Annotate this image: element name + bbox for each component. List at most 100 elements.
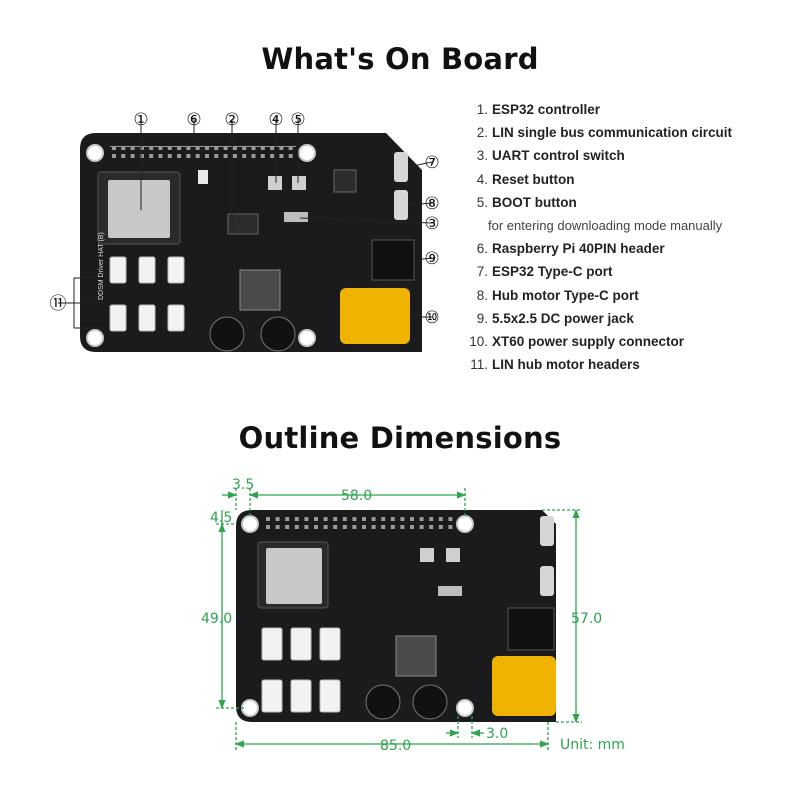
header-pin [410, 517, 414, 521]
callout-number: ⑦ [424, 153, 439, 173]
dimension-lines [216, 488, 582, 752]
lin-motor-header [290, 627, 312, 661]
top-mounting-holes [86, 144, 316, 347]
top-xt60 [340, 288, 410, 344]
header-pin [400, 525, 405, 529]
callout-number: ⑨ [424, 249, 439, 269]
dim-hole: 3.0 [486, 726, 508, 742]
lin-motor-header [167, 256, 185, 284]
header-pin [333, 525, 338, 529]
header-pin [242, 146, 247, 150]
header-pin [314, 517, 318, 521]
callout-number: ⑤ [290, 110, 305, 130]
header-pin [275, 525, 280, 529]
header-pin [186, 154, 191, 158]
header-pin [260, 146, 265, 150]
header-pin [251, 154, 256, 158]
header-pin [275, 517, 280, 521]
dim-unit: Unit: mm [560, 737, 625, 753]
header-pin [112, 154, 116, 158]
dim-bottom-width: 85.0 [380, 738, 411, 754]
header-pin [121, 146, 126, 150]
lin-motor-header [261, 627, 283, 661]
header-pin [266, 525, 270, 529]
header-pin [223, 146, 228, 150]
header-pin [158, 146, 163, 150]
top-board-name: DDSM Driver HAT (B) [98, 232, 105, 300]
feature-item-header: 6.Raspberry Pi 40PIN header [476, 241, 665, 257]
header-pin [419, 525, 424, 529]
callout-number: ② [224, 110, 239, 130]
header-pin [448, 525, 453, 529]
header-pin [390, 525, 395, 529]
header-pin [167, 154, 172, 158]
header-pin [205, 154, 209, 158]
header-pin [288, 146, 293, 150]
header-pin [270, 154, 275, 158]
header-pin [266, 517, 270, 521]
lin-motor-header [138, 304, 156, 332]
top-dc-jack [371, 239, 415, 281]
feature-item-lin: 2.LIN single bus communication circuit [476, 125, 733, 141]
header-pin [149, 154, 154, 158]
header-pin [323, 517, 328, 521]
header-pin [130, 154, 135, 158]
header-pin [232, 154, 237, 158]
dim-top-span: 58.0 [341, 488, 372, 504]
lin-motor-header [290, 679, 312, 713]
top-pin-header-pads [112, 146, 293, 158]
header-pin [121, 154, 126, 158]
outline-dimensions-title: Outline Dimensions [238, 421, 562, 455]
header-pin [342, 517, 347, 521]
header-pin [158, 154, 163, 158]
header-pin [294, 517, 299, 521]
feature-item-esp32: 1.ESP32 controller [476, 102, 601, 117]
header-pin [304, 517, 309, 521]
header-pin [304, 525, 309, 529]
dim-top-offset: 3.5 [232, 477, 254, 493]
header-pin [149, 146, 154, 150]
feature-item-xt60: 10.XT60 power supply connector [469, 333, 685, 349]
header-pin [260, 154, 265, 158]
header-pin [139, 146, 144, 150]
callout-leader [407, 202, 433, 206]
callout-leader [407, 161, 433, 168]
header-pin [270, 146, 275, 150]
dim-left-offset: 4.5 [210, 510, 232, 526]
header-pin [112, 146, 116, 150]
header-pin [333, 517, 338, 521]
header-pin [410, 525, 414, 529]
callout-leader [299, 217, 433, 224]
header-pin [448, 517, 453, 521]
header-pin [232, 146, 237, 150]
header-pin [371, 525, 376, 529]
dimension-labels: 3.5 58.0 4.5 49.0 57.0 85.0 3.0 Unit: mm [201, 477, 625, 754]
feature-list: 1.ESP32 controller 2.LIN single bus comm… [466, 98, 796, 376]
header-pin [242, 154, 247, 158]
feature-item-hub-typec: 8.Hub motor Type-C port [476, 287, 639, 303]
callout-number: ⑧ [424, 194, 439, 214]
feature-item-lin-headers: 11.LIN hub motor headers [470, 357, 640, 373]
bottom-pin-header-pads [266, 517, 453, 529]
header-pin [294, 525, 299, 529]
header-pin [362, 517, 366, 521]
whats-on-board-title: What's On Board [261, 42, 539, 76]
header-pin [362, 525, 366, 529]
header-pin [186, 146, 191, 150]
feature-item-boot: 5.BOOT button [476, 194, 577, 210]
callout-number: ⑥ [186, 110, 201, 130]
top-boot-button [292, 176, 306, 190]
header-pin [352, 525, 357, 529]
header-pin [177, 146, 182, 150]
header-pin [279, 154, 284, 158]
header-pin [130, 146, 135, 150]
top-reset-button [268, 176, 282, 190]
header-pin [223, 154, 228, 158]
header-pin [285, 525, 290, 529]
lin-motor-header [138, 256, 156, 284]
lin-motor-header [319, 627, 341, 661]
callout-number: ③ [424, 214, 439, 234]
header-pin [177, 154, 182, 158]
header-pin [381, 517, 386, 521]
